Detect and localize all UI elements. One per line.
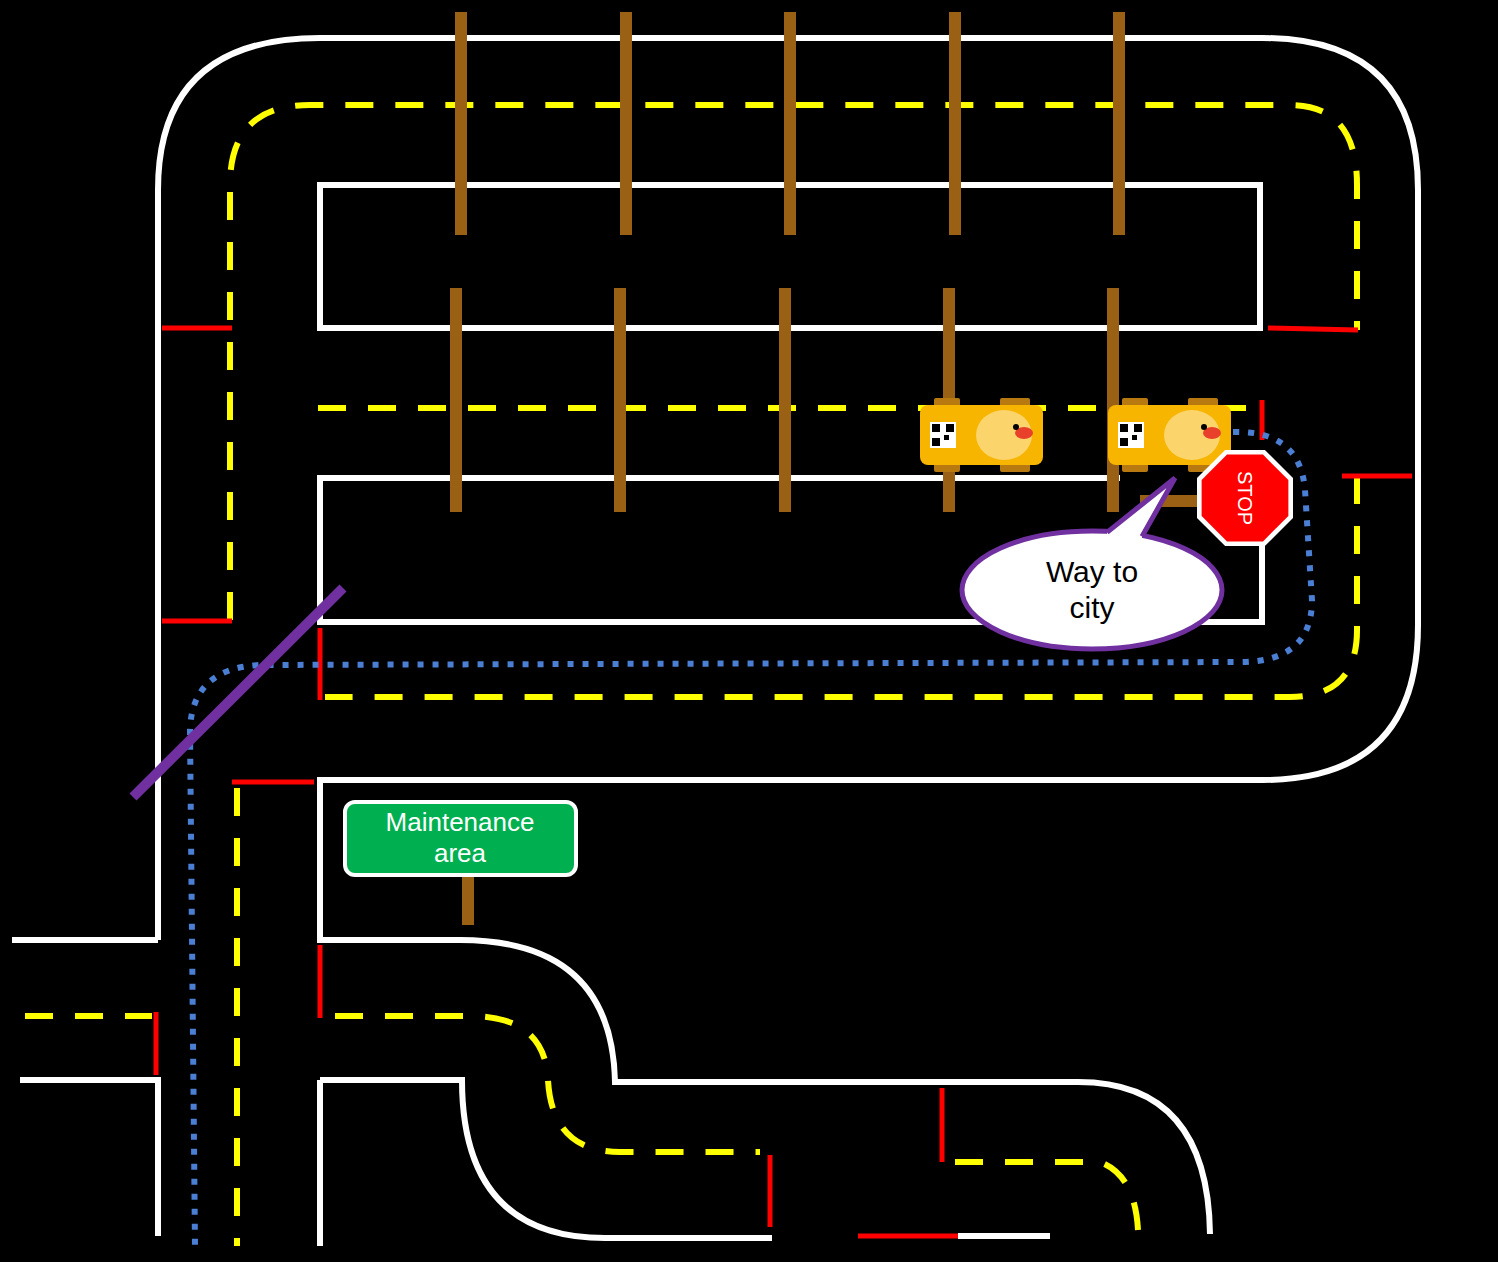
qr-dot (1120, 424, 1128, 432)
qr-code (1118, 422, 1144, 448)
pole (614, 288, 626, 512)
side-border (20, 1080, 158, 1236)
qr-dot (946, 424, 954, 432)
duck-eye (1013, 424, 1019, 430)
center-lines (25, 105, 1357, 1246)
side-border (958, 1233, 1050, 1239)
center-line (955, 1162, 1138, 1230)
qr-dot (1120, 438, 1128, 446)
qr-dot (944, 435, 949, 440)
center-line (25, 1013, 152, 1019)
text-group: STOP (1233, 471, 1257, 525)
center-line (335, 1016, 760, 1152)
bubble-tail-fill (1107, 478, 1175, 543)
stop-line (940, 1088, 945, 1162)
qr-dot (1134, 424, 1142, 432)
route-path (190, 432, 1312, 1246)
node-text: Maintenance area (373, 807, 548, 869)
text-group: Maintenance area (373, 807, 548, 869)
stop-line (858, 1234, 958, 1239)
duck (1164, 410, 1220, 460)
sign-board (345, 802, 576, 875)
sign-border (1197, 450, 1293, 546)
stop-sign: STOP (1197, 450, 1293, 546)
pole (620, 12, 632, 235)
pole (784, 12, 796, 235)
pole (1107, 288, 1119, 512)
pole (1113, 12, 1125, 235)
side-border (317, 1080, 323, 1246)
pole (779, 288, 791, 512)
road-borders (12, 38, 1418, 1246)
duck-eye (1201, 424, 1207, 430)
sign-post (462, 876, 474, 925)
stop-line (318, 945, 323, 1018)
stop-line (154, 1012, 159, 1075)
duckiebot (920, 398, 1043, 472)
duck (976, 410, 1032, 460)
node-text: Way to city (1027, 554, 1157, 626)
pole (450, 288, 462, 512)
stop-line (162, 326, 232, 331)
stop-line (768, 1155, 773, 1227)
text-group: Way to city (1027, 554, 1157, 626)
poles (456, 12, 1205, 925)
qr-dot (932, 424, 940, 432)
qr-dot (1132, 435, 1137, 440)
stop-line (232, 780, 314, 785)
duckiebot (1108, 398, 1231, 472)
bot-body (920, 405, 1043, 465)
bubble-ellipse (962, 531, 1222, 649)
bubble-tail (1107, 478, 1175, 537)
qr-code (930, 422, 956, 448)
stop-line (1268, 328, 1358, 330)
pole (949, 12, 961, 235)
callout-bubble: Way to city (959, 528, 1225, 652)
center-line (234, 788, 240, 1246)
node-text: STOP (1233, 471, 1257, 525)
qr-dot (932, 438, 940, 446)
curve-border (320, 1080, 772, 1238)
sign-face (1202, 455, 1289, 542)
callout-bubble-outline (959, 528, 1225, 652)
pole (455, 12, 467, 235)
bot-body (1108, 405, 1231, 465)
stop-line (1342, 474, 1412, 479)
area-sign: Maintenance area (343, 800, 578, 877)
stop-line (162, 619, 232, 624)
side-border (12, 937, 158, 943)
barrier-line (133, 588, 343, 797)
